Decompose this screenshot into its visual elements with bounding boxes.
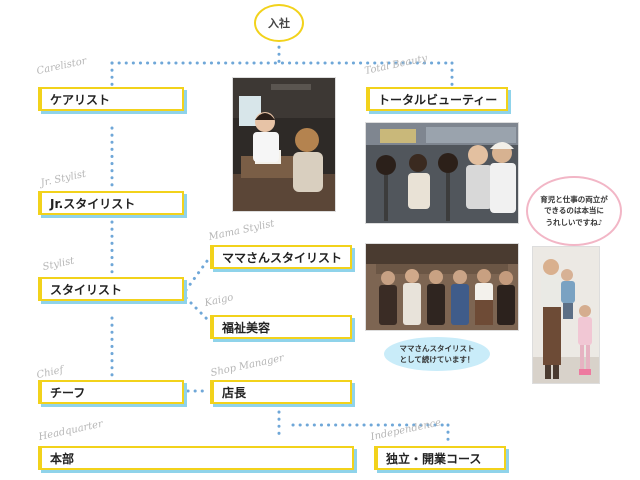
node-chief: チーフ (38, 380, 184, 404)
speech-bubble-line: として続けています！ (399, 355, 475, 364)
speech-bubble-line: うれしいですね♪ (545, 217, 603, 227)
speech-bubble-work-balance: 育児と仕事の両立が できるのは本当に うれしいですね♪ (526, 176, 622, 246)
node-shop-manager: 店長 (210, 380, 352, 404)
node-total-beauty: トータルビューティー (366, 87, 508, 111)
speech-bubble-line: 育児と仕事の両立が (540, 195, 608, 205)
node-stylist: スタイリスト (38, 277, 184, 301)
node-headquarters: 本部 (38, 446, 354, 470)
photo-mother-children (532, 246, 600, 384)
speech-bubble-mama-stylist: ママさんスタイリスト として続けています！ (384, 337, 490, 371)
photo-staff-group (365, 243, 519, 331)
node-mama-stylist: ママさんスタイリスト (210, 245, 352, 269)
node-carelist: ケアリスト (38, 87, 184, 111)
node-welfare-beauty: 福祉美容 (210, 315, 352, 339)
start-node-joining: 入社 (254, 4, 304, 42)
node-jr-stylist: Jr.スタイリスト (38, 191, 184, 215)
photo-consultation (232, 77, 336, 212)
speech-bubble-line: できるのは本当に (544, 206, 604, 216)
node-independence: 独立・開業コース (374, 446, 506, 470)
speech-bubble-line: ママさんスタイリスト (399, 343, 475, 353)
photo-training (365, 122, 519, 224)
